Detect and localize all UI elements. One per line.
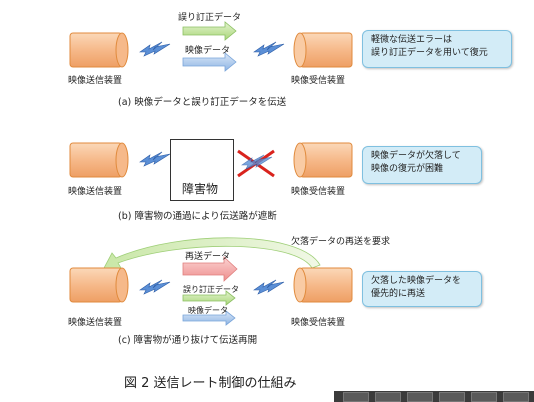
error-correction-arrow (182, 290, 236, 306)
callout-a: 軽微な伝送エラーは 誤り訂正データを用いて復元 (362, 30, 512, 68)
taskbar-button[interactable] (375, 392, 401, 402)
video-data-arrow (182, 310, 236, 326)
callout-line: 軽微な伝送エラーは (371, 35, 453, 45)
error-correction-arrow-label: 誤り訂正データ (183, 285, 239, 294)
sender-device (69, 142, 129, 178)
receiver-device (293, 142, 353, 178)
taskbar-button[interactable] (503, 392, 529, 402)
lightning-icon (253, 279, 285, 295)
lightning-icon (139, 279, 171, 295)
callout-line: 映像の復元が困難 (371, 164, 444, 174)
callout-b: 映像データが欠落して 映像の復元が困難 (362, 146, 482, 184)
callout-line: 映像データが欠落して (371, 151, 461, 161)
receiver-label: 映像受信装置 (291, 187, 346, 197)
receiver-device (293, 267, 353, 303)
sender-label: 映像送信装置 (68, 187, 123, 197)
panel-a (69, 21, 353, 72)
retransmit-data-arrow-label: 再送データ (185, 252, 231, 262)
error-correction-arrow-label: 誤り訂正データ (178, 13, 242, 23)
video-data-arrow (182, 52, 237, 72)
caption-a: (a) 映像データと誤り訂正データを伝送 (118, 97, 287, 108)
taskbar (334, 391, 534, 402)
obstacle-box (170, 139, 234, 201)
sender-label: 映像送信装置 (68, 76, 123, 86)
callout-c: 欠落した映像データを 優先的に再送 (362, 271, 482, 307)
callout-line: 欠落した映像データを (371, 276, 462, 286)
taskbar-button[interactable] (343, 392, 369, 402)
receiver-label: 映像受信装置 (291, 318, 346, 328)
sender-label: 映像送信装置 (68, 318, 123, 328)
caption-c: (c) 障害物が通り抜けて伝送再開 (118, 335, 258, 346)
error-correction-arrow (182, 21, 237, 41)
taskbar-button[interactable] (407, 392, 433, 402)
obstacle-label: 障害物 (182, 182, 219, 196)
figure-title: 図 2 送信レート制御の仕組み (124, 376, 297, 391)
retransmit-request-label: 欠落データの再送を要求 (291, 237, 391, 247)
taskbar-button[interactable] (439, 392, 465, 402)
video-data-arrow-label: 映像データ (188, 306, 228, 315)
panel-c (69, 237, 353, 326)
callout-line: 誤り訂正データを用いて復元 (371, 48, 488, 58)
video-data-arrow-label: 映像データ (185, 46, 231, 56)
retransmit-data-arrow (182, 256, 238, 282)
lightning-icon (253, 41, 285, 57)
lightning-icon (139, 151, 171, 167)
caption-b: (b) 障害物の通過により伝送路が遮断 (118, 211, 277, 222)
sender-device (69, 32, 129, 68)
receiver-label: 映像受信装置 (291, 76, 346, 86)
lightning-icon (139, 41, 171, 57)
receiver-device (293, 32, 353, 68)
sender-device (69, 267, 129, 303)
callout-line: 優先的に再送 (371, 289, 426, 299)
taskbar-button[interactable] (471, 392, 497, 402)
